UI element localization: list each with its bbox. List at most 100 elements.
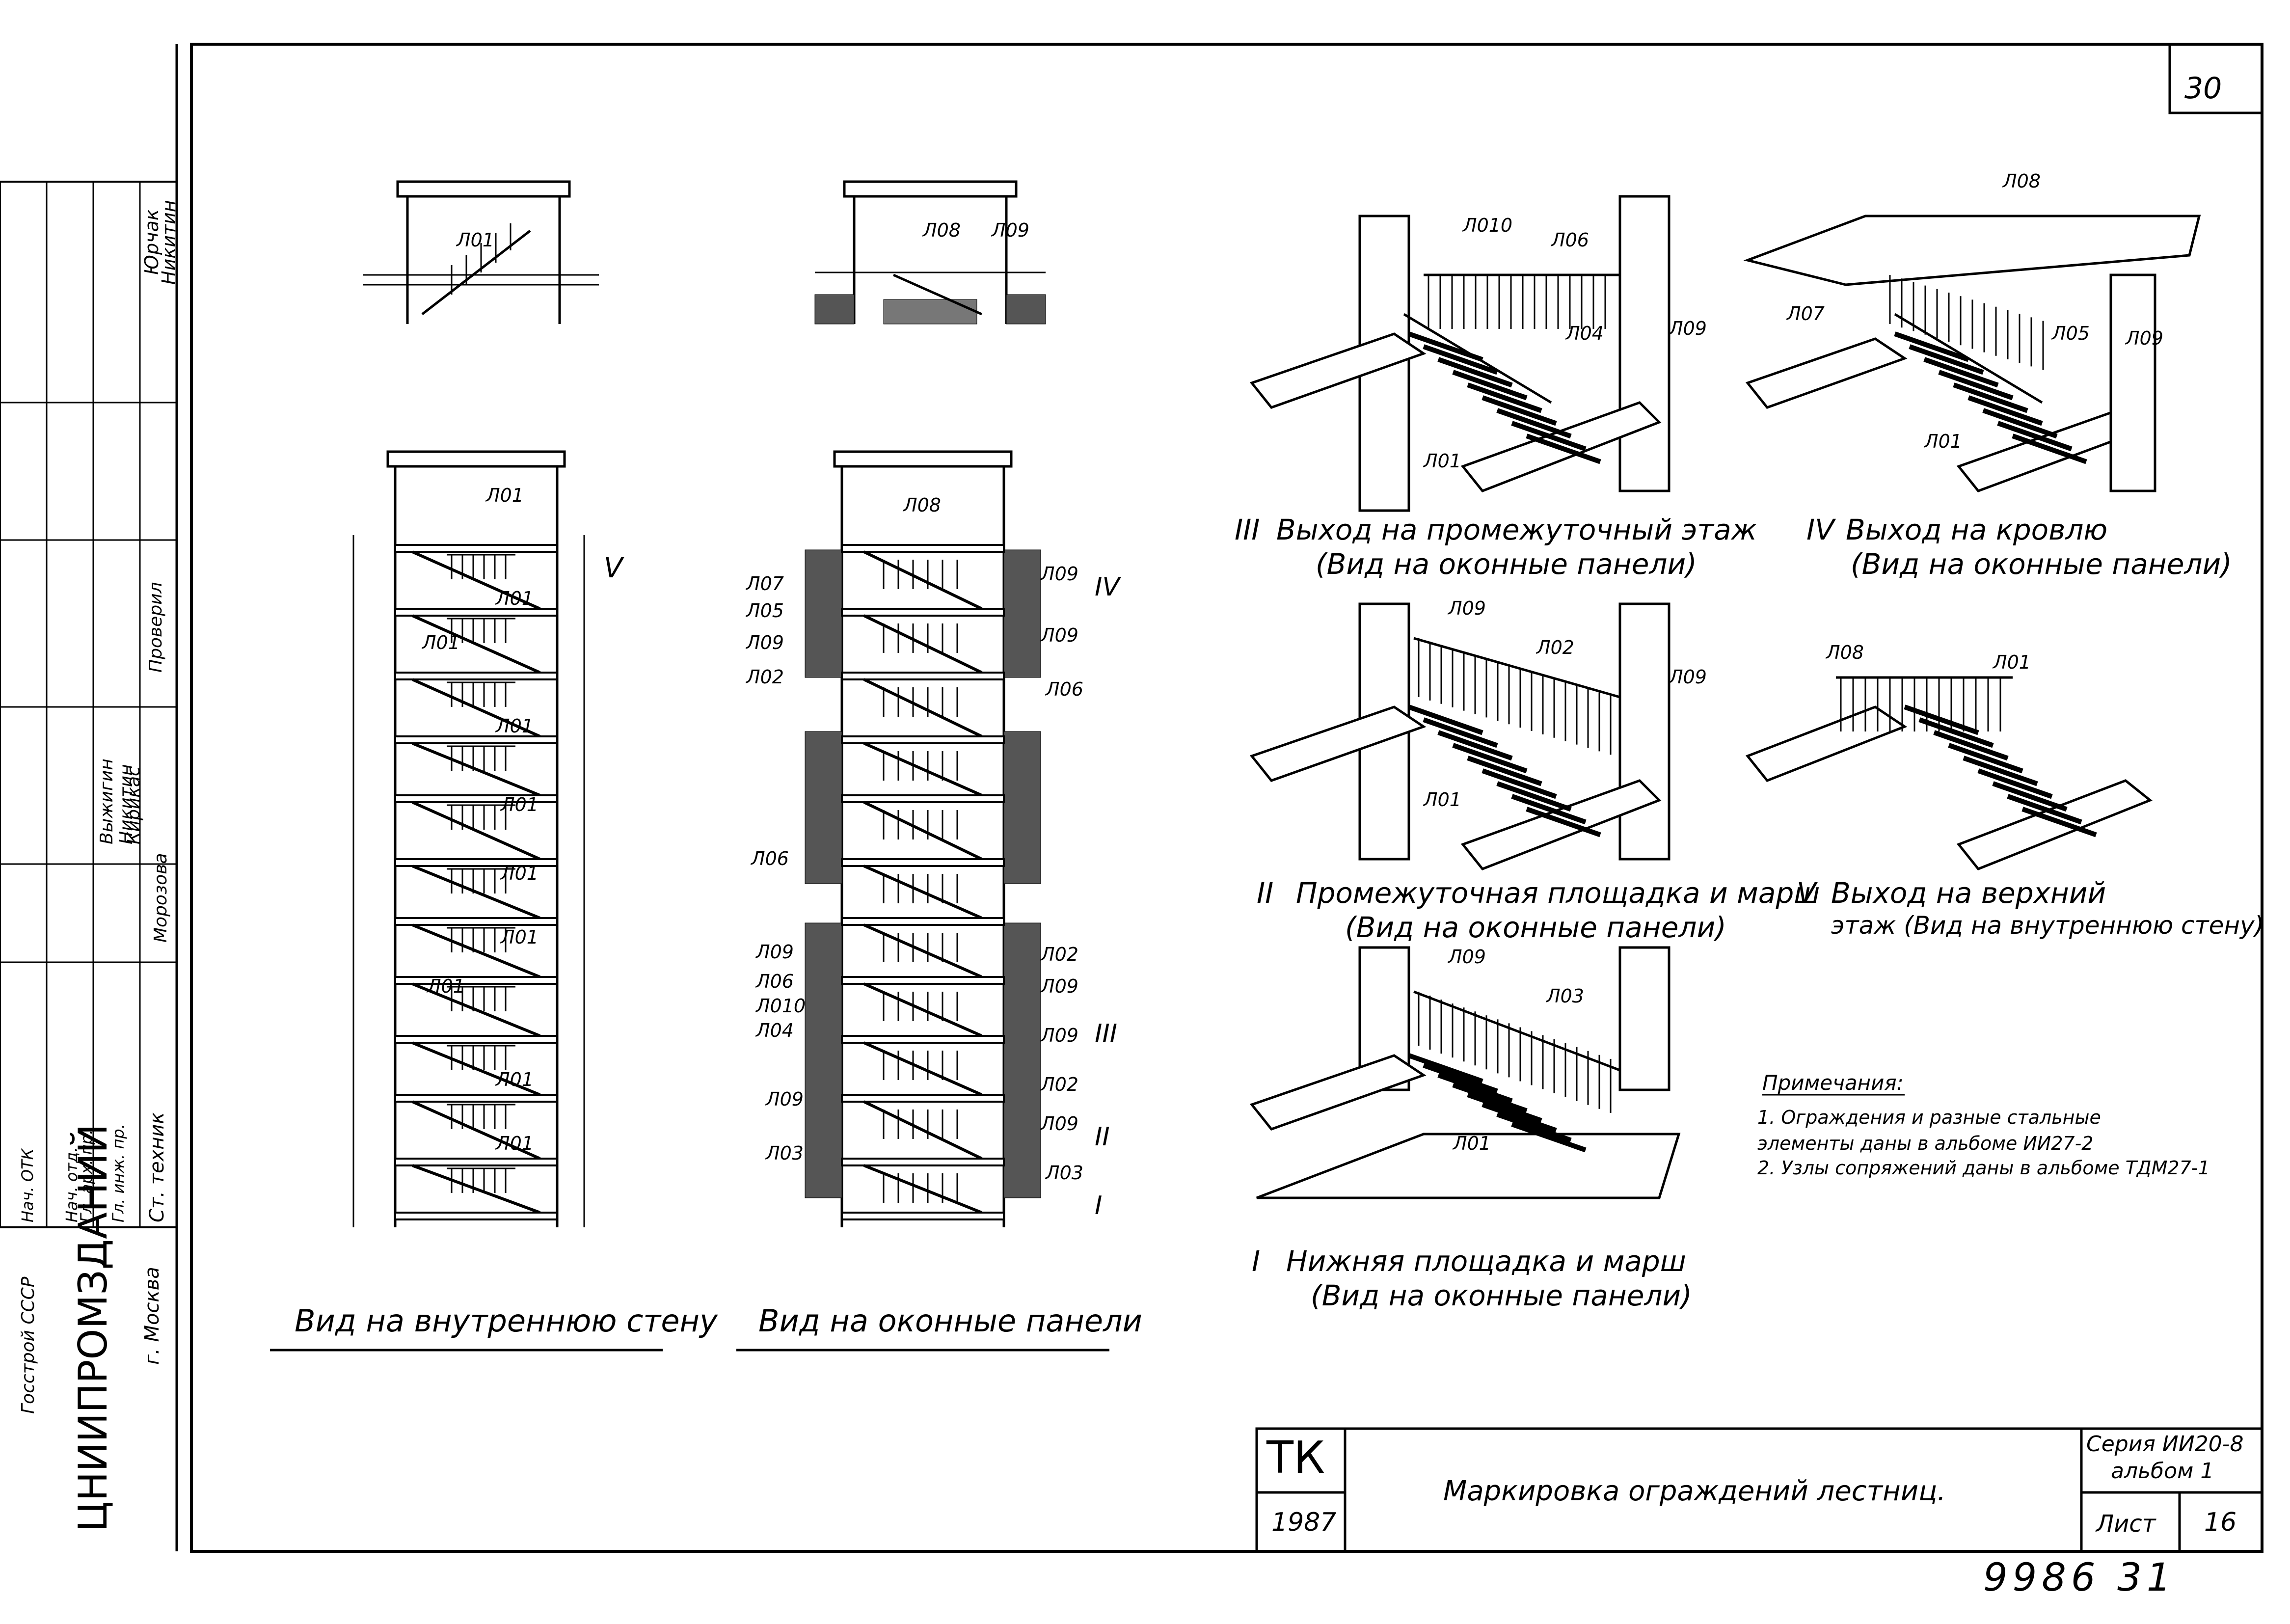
window-floor-slab xyxy=(841,1212,1005,1220)
d4-label-3: Л05 xyxy=(2052,323,2090,344)
detail-i xyxy=(1249,946,1681,1199)
d4-caption-2: (Вид на оконные панели) xyxy=(1851,547,2232,581)
inner-flight xyxy=(411,865,541,920)
inner-floor-slab xyxy=(394,544,558,553)
d4-label-5: Л01 xyxy=(1924,431,1962,452)
sheet-frame xyxy=(190,43,2263,1553)
notes-item-1: 1. Ограждения и разные стальные элементы… xyxy=(1757,1107,2101,1155)
d4-tread xyxy=(1953,382,2028,413)
approval-role-3: Гл. инж. пр. xyxy=(109,1124,128,1222)
inner-floor-slab xyxy=(394,1158,558,1166)
small-right-label-1: Л08 xyxy=(923,219,961,241)
approval-top-cell-2: Никитин xyxy=(158,200,180,285)
window-left-label-1: Л07 xyxy=(746,573,784,595)
window-flight xyxy=(863,1164,983,1214)
window-floor-slab xyxy=(841,1158,1005,1166)
d2-tread xyxy=(1482,768,1557,799)
notes-title: Примечания: xyxy=(1762,1071,1904,1095)
small-right-label-2: Л09 xyxy=(992,219,1029,241)
window-left-label-10: Л09 xyxy=(766,1088,804,1110)
d4-tread xyxy=(1997,421,2073,452)
d1-tread xyxy=(1482,1102,1557,1133)
d1-label-1: Л09 xyxy=(1448,946,1486,968)
detail-iv xyxy=(1743,215,2201,492)
window-floor-slab xyxy=(841,735,1005,744)
page-number-box xyxy=(2168,44,2262,114)
d3-caption-1: Выход на промежуточный этаж xyxy=(1276,513,1757,546)
d1-tread xyxy=(1408,1053,1483,1084)
approval-table-lines xyxy=(0,181,178,1228)
d1-label-2: Л03 xyxy=(1546,985,1584,1007)
window-flight xyxy=(863,865,983,920)
d3-label-3: Л04 xyxy=(1566,323,1604,344)
window-flight xyxy=(863,550,983,610)
d5-tread xyxy=(2021,807,2097,838)
d5-tread xyxy=(1977,768,2053,799)
d2-tread xyxy=(1511,794,1587,825)
inner-floor-slab xyxy=(394,858,558,867)
window-floor-slab xyxy=(841,976,1005,985)
d2-roman: II xyxy=(1257,876,1274,910)
d1-tread xyxy=(1496,1112,1572,1143)
d5-roman: V xyxy=(1797,876,1816,910)
d2-label-2: Л02 xyxy=(1536,637,1574,658)
d2-tread xyxy=(1423,717,1498,748)
window-roman-i: I xyxy=(1095,1191,1103,1220)
inner-label-8: Л01 xyxy=(427,975,465,997)
window-top-label: Л08 xyxy=(903,494,941,516)
window-flight xyxy=(863,801,983,861)
window-flight xyxy=(863,982,983,1037)
d5-label-1: Л08 xyxy=(1826,642,1864,663)
window-right-label-2: Л09 xyxy=(1041,624,1078,646)
window-floor-slab xyxy=(841,608,1005,617)
title-block-year: 1987 xyxy=(1271,1508,1337,1537)
d3-tread xyxy=(1467,382,1542,413)
window-right-label-5: Л09 xyxy=(1041,975,1078,997)
d2-caption-2: (Вид на оконные панели) xyxy=(1345,911,1726,944)
window-left-label-8: Л010 xyxy=(756,995,806,1017)
d3-caption-2: (Вид на оконные панели) xyxy=(1316,547,1697,581)
d2-tread xyxy=(1437,730,1513,761)
d1-caption-1: Нижняя площадка и марш xyxy=(1286,1245,1686,1278)
inner-flight xyxy=(411,923,541,978)
inner-wall-elevation xyxy=(352,450,585,1227)
d2-label-4: Л01 xyxy=(1424,789,1461,811)
d4-tread xyxy=(1894,331,1969,362)
d4-tread xyxy=(1923,357,1999,388)
d1-roman: I xyxy=(1252,1245,1261,1278)
inner-roman-mark: V xyxy=(604,552,623,584)
bottom-number: 9986 31 xyxy=(1983,1556,2176,1600)
inner-flight xyxy=(411,678,541,738)
inner-flight xyxy=(411,614,541,674)
inner-label-6: Л01 xyxy=(501,863,539,884)
window-floor-slab xyxy=(841,794,1005,803)
d3-tread xyxy=(1526,433,1601,464)
d2-tread xyxy=(1496,781,1572,812)
approval-name-3: Кирикас xyxy=(124,766,144,844)
title-block-album: альбом 1 xyxy=(2111,1459,2214,1484)
d3-label-2: Л06 xyxy=(1551,229,1589,251)
inner-flight xyxy=(411,550,541,610)
d3-tread xyxy=(1511,421,1587,452)
window-left-label-3: Л09 xyxy=(746,632,784,653)
d3-label-4: Л09 xyxy=(1669,318,1707,339)
window-flight xyxy=(863,923,983,978)
window-floor-slab xyxy=(841,1035,1005,1044)
inner-label-4: Л01 xyxy=(496,715,534,737)
window-flight xyxy=(863,1100,983,1160)
window-floor-slab xyxy=(841,858,1005,867)
d4-label-4: Л09 xyxy=(2126,327,2163,349)
window-left-label-6: Л09 xyxy=(756,941,794,963)
inner-flight xyxy=(411,742,541,797)
d5-tread xyxy=(2007,794,2082,825)
inner-label-10: Л01 xyxy=(496,1133,534,1154)
d5-tread xyxy=(1904,704,1979,735)
d5-caption-2: этаж (Вид на внутреннюю стену) xyxy=(1831,911,2264,940)
notes-item-2: 2. Узлы сопряжений даны в альбоме ТДМ27-… xyxy=(1757,1157,2210,1179)
small-left-label: Л01 xyxy=(457,229,494,251)
window-flight xyxy=(863,678,983,738)
d5-caption-1: Выход на верхний xyxy=(1831,876,2106,910)
window-right-label-1: Л09 xyxy=(1041,563,1078,585)
inner-floor-slab xyxy=(394,735,558,744)
inner-flight xyxy=(411,1041,541,1096)
